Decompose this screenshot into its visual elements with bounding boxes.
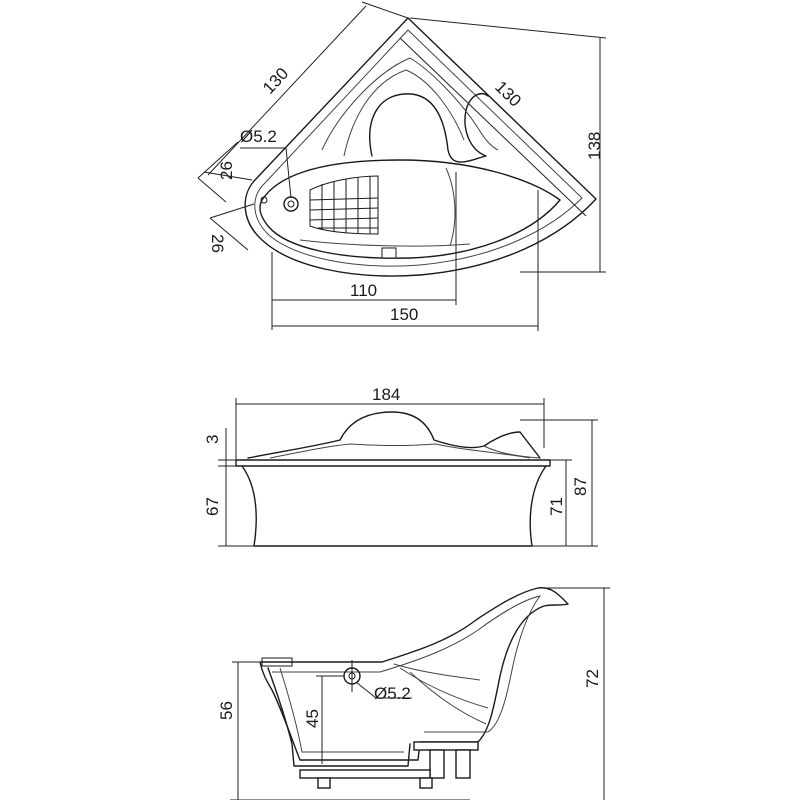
top-view-backrest <box>369 92 489 163</box>
dim-71: 71 <box>532 459 572 547</box>
top-view-armrest <box>445 167 456 247</box>
dim-184-label: 184 <box>372 385 400 404</box>
dim-67-label: 67 <box>203 497 222 516</box>
top-view-drain-icon <box>283 196 299 212</box>
side-view-inner-shell <box>272 595 542 733</box>
dim-56: 56 <box>217 661 262 800</box>
front-view: 184 3 67 71 87 <box>203 385 598 547</box>
dim-150-label: 150 <box>390 305 418 324</box>
dim-87-label: 87 <box>571 477 590 496</box>
front-view-backrest <box>247 411 541 459</box>
top-view-control-box <box>381 247 397 259</box>
dim-drain-top: Ø5.2 <box>240 127 292 199</box>
top-view-backrest-inner <box>343 69 465 157</box>
top-view-basin <box>259 159 561 259</box>
dim-67: 67 <box>203 466 256 547</box>
dim-3: 3 <box>203 428 240 476</box>
front-view-backrest-inner <box>269 443 531 459</box>
dim-26-upper-label: 26 <box>217 161 236 180</box>
dim-138: 138 <box>409 17 607 273</box>
top-view-backrest-wing <box>321 57 499 151</box>
top-view-seat-edge <box>299 239 471 247</box>
dim-150: 150 <box>272 190 539 331</box>
dim-184: 184 <box>235 385 545 460</box>
side-view: 72 56 45 Ø5.2 <box>217 587 610 800</box>
dim-87: 87 <box>520 419 598 547</box>
top-view-rim-line <box>254 29 583 267</box>
dim-45: 45 <box>303 675 344 764</box>
side-view-shell <box>259 587 569 761</box>
dim-26-lower-label: 26 <box>208 234 227 253</box>
dim-3-label: 3 <box>203 435 222 444</box>
dim-71-label: 71 <box>547 497 566 516</box>
dim-130-left: 130 <box>203 1 409 181</box>
dim-130-left-label: 130 <box>259 64 292 98</box>
dim-130-right-label: 130 <box>491 77 525 110</box>
dim-26-lower: 26 <box>208 203 255 253</box>
dim-138-label: 138 <box>585 132 604 160</box>
side-view-left-wall <box>267 667 411 767</box>
dim-110-label: 110 <box>350 281 377 300</box>
dim-72-label: 72 <box>583 669 602 688</box>
front-view-rim <box>235 459 551 467</box>
dim-130-right: 130 <box>399 37 587 217</box>
dim-drain-side: Ø5.2 <box>355 681 412 703</box>
dim-110: 110 <box>271 172 457 330</box>
top-view: 130 130 138 26 26 Ø5.2 <box>197 1 607 331</box>
front-view-body <box>241 465 547 547</box>
dim-56-label: 56 <box>217 701 236 720</box>
dim-26-upper: 26 <box>197 141 239 203</box>
top-view-outer-contour <box>244 17 597 277</box>
side-view-support-frame <box>230 741 479 800</box>
dim-72: 72 <box>540 587 610 800</box>
dim-45-label: 45 <box>303 709 322 728</box>
dim-drain-side-label: Ø5.2 <box>374 684 411 703</box>
dim-drain-top-label: Ø5.2 <box>240 127 277 146</box>
top-view-massage-grid <box>309 175 379 235</box>
top-view-overflow-icon <box>260 196 268 204</box>
